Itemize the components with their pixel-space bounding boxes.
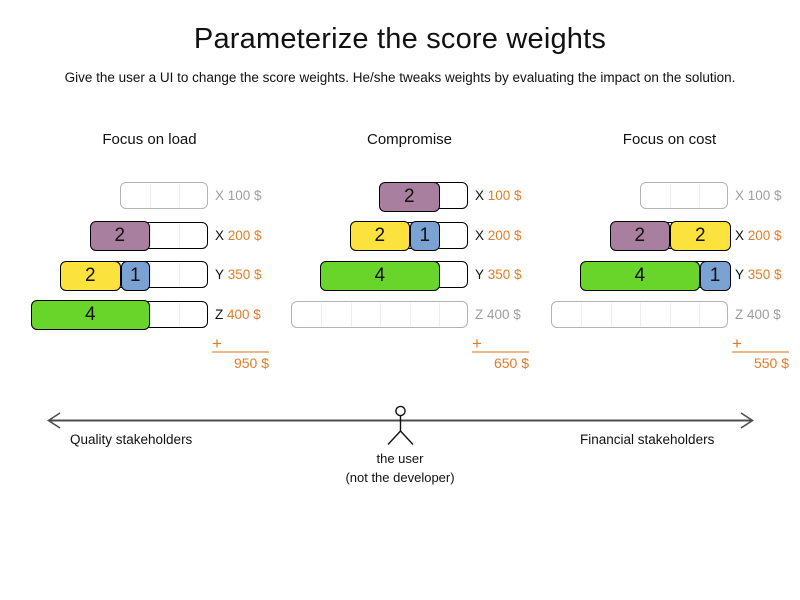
- plus-sign: +: [472, 334, 482, 353]
- sum-line: [472, 351, 529, 353]
- scenario-header-cost: Focus on cost: [622, 131, 717, 148]
- page-subtitle: Give the user a UI to change the score w…: [64, 70, 736, 85]
- cell-divider: [439, 302, 440, 326]
- sum-line: [212, 351, 269, 353]
- row-label: Y 350 $: [475, 267, 522, 282]
- cell-divider: [179, 223, 180, 247]
- cell-divider: [179, 263, 180, 286]
- weight-row-box: [551, 300, 728, 328]
- cell-divider: [581, 302, 582, 326]
- weight-block-green: 4: [580, 260, 700, 291]
- weight-block-yellow: 2: [670, 221, 731, 251]
- weight-block-green: 4: [30, 300, 150, 330]
- figure-caption-line1: the user: [376, 451, 424, 466]
- cell-divider: [149, 184, 151, 207]
- cell-divider: [409, 302, 411, 326]
- cell-divider: [699, 184, 700, 207]
- cell-divider: [640, 302, 641, 326]
- total-load: 950 $: [233, 355, 269, 371]
- row-label: X 100 $: [735, 188, 782, 203]
- plus-sign: +: [212, 334, 222, 353]
- weight-block-purple: 2: [609, 221, 670, 251]
- cell-divider: [149, 223, 151, 247]
- row-label: Z 400 $: [215, 306, 261, 322]
- cell-divider: [699, 302, 700, 326]
- cell-divider: [149, 302, 151, 326]
- weight-block-blue: 1: [120, 260, 150, 291]
- sum-line: [732, 351, 789, 353]
- cell-divider: [439, 184, 440, 207]
- scenario-header-load: Focus on load: [102, 131, 197, 148]
- row-label: X 100 $: [215, 188, 262, 203]
- weight-row-box: 2: [89, 221, 208, 251]
- plus-sign: +: [732, 334, 742, 353]
- cell-divider: [610, 302, 612, 326]
- figure-caption-line2: (not the developer): [345, 470, 455, 485]
- weight-row-box: 2: [379, 181, 468, 212]
- cell-divider: [380, 302, 381, 326]
- weight-row-box: [639, 182, 728, 209]
- user-stick-figure-icon: [387, 405, 414, 445]
- cell-divider: [179, 184, 180, 207]
- weight-block-green: 4: [320, 260, 440, 291]
- row-label: Z 400 $: [475, 306, 521, 322]
- weight-block-blue: 1: [699, 260, 731, 291]
- cell-divider: [149, 263, 151, 286]
- weight-row-box: 4: [30, 300, 208, 330]
- page-title: Parameterize the score weights: [193, 23, 607, 55]
- row-label: X 200 $: [475, 227, 522, 243]
- row-label: X 200 $: [215, 227, 262, 243]
- scenario-header-compromise: Compromise: [366, 131, 453, 148]
- weight-row-box: [119, 182, 208, 209]
- cell-divider: [439, 263, 440, 286]
- weight-row-box: 4: [320, 260, 468, 291]
- weight-block-blue: 1: [410, 221, 440, 251]
- weight-block-purple: 2: [89, 221, 150, 251]
- cell-divider: [669, 302, 671, 326]
- stakeholder-axis: [47, 405, 754, 445]
- row-label: X 200 $: [735, 227, 782, 243]
- total-cost: 550 $: [753, 355, 789, 371]
- row-label: Z 400 $: [735, 306, 781, 322]
- weight-block-yellow: 2: [60, 260, 121, 291]
- cell-divider: [439, 223, 440, 247]
- row-label: Y 350 $: [215, 267, 262, 282]
- weight-row-box: [291, 300, 468, 328]
- weight-block-purple: 2: [379, 181, 440, 212]
- cell-divider: [179, 302, 180, 326]
- cell-divider: [350, 302, 352, 326]
- cell-divider: [669, 184, 671, 207]
- cell-divider: [321, 302, 322, 326]
- axis-label-quality: Quality stakeholders: [70, 432, 193, 447]
- weight-block-yellow: 2: [349, 221, 410, 251]
- row-label: X 100 $: [475, 188, 522, 203]
- axis-label-financial: Financial stakeholders: [580, 432, 715, 447]
- arrowhead-left-icon: [47, 412, 61, 429]
- row-label: Y 350 $: [735, 267, 782, 282]
- arrowhead-right-icon: [740, 412, 754, 429]
- total-compromise: 650 $: [493, 355, 529, 371]
